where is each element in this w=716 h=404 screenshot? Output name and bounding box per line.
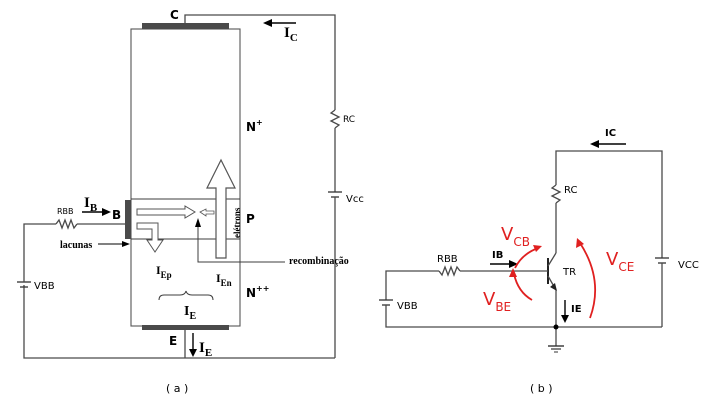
electron-small-arrow xyxy=(199,208,215,217)
label-ic-b: IC xyxy=(605,128,616,139)
top-wire-b xyxy=(555,150,663,258)
label-ie-bottom: IE xyxy=(199,340,212,359)
label-vcc-a: Vcc xyxy=(346,194,364,205)
label-region-base: P xyxy=(246,212,255,226)
vcb-arrow xyxy=(514,247,539,269)
label-rbb-b: RBB xyxy=(437,254,458,265)
rc-resistor-a xyxy=(329,109,341,129)
label-tr: TR xyxy=(562,267,576,278)
bottom-wire-a xyxy=(23,285,335,359)
rc-resistor-b xyxy=(550,184,562,204)
label-vbe: VBE xyxy=(483,289,511,314)
label-rc-a: RC xyxy=(343,115,355,125)
junction-dot xyxy=(553,324,559,330)
label-iep: IEp xyxy=(156,263,172,280)
label-ien: IEn xyxy=(216,271,232,288)
label-vbb-a: VBB xyxy=(34,281,55,292)
rbb-resistor-a xyxy=(55,218,78,230)
recombination-pointer xyxy=(197,226,285,263)
label-electrons: elétrons xyxy=(232,207,242,238)
transistor-collector-leg xyxy=(547,252,557,267)
vbe-arrow xyxy=(513,273,533,301)
base-contact xyxy=(125,200,131,239)
label-recombination: recombinação xyxy=(289,256,349,267)
figure-b xyxy=(379,140,669,353)
label-vce: VCE xyxy=(606,249,634,274)
bottom-wire-b xyxy=(385,305,662,328)
label-ie-b: IE xyxy=(571,304,582,315)
figure-a xyxy=(17,14,342,359)
emitter-contact xyxy=(142,325,229,330)
label-ie-brace: IE xyxy=(184,304,196,322)
label-emitter: E xyxy=(169,334,177,348)
holes-arrow-right xyxy=(136,205,196,219)
label-collector: C xyxy=(170,8,179,22)
rbb-resistor-b xyxy=(438,265,461,277)
label-ib-b: IB xyxy=(492,250,503,261)
label-rbb-a: RBB xyxy=(57,207,74,216)
iep-arrow xyxy=(136,222,164,253)
label-vbb-b: VBB xyxy=(397,301,418,312)
label-vcc-b: VCC xyxy=(678,260,699,271)
label-rc-b: RC xyxy=(564,185,577,196)
label-vcb: VCB xyxy=(501,224,530,249)
electrons-arrow xyxy=(206,158,236,259)
vce-arrow xyxy=(579,242,597,319)
collector-contact xyxy=(142,23,229,29)
collector-wire xyxy=(184,14,336,110)
label-holes: lacunas xyxy=(60,240,92,251)
caption-a: ( a ) xyxy=(166,382,188,395)
label-region-emitter: N++ xyxy=(246,284,269,300)
label-region-collector: N+ xyxy=(246,118,263,134)
label-ic-a: IC xyxy=(284,25,298,44)
label-ib-a: IB xyxy=(84,195,98,214)
label-base: B xyxy=(112,208,121,222)
caption-b: ( b ) xyxy=(530,382,553,395)
ie-brace xyxy=(158,290,214,301)
